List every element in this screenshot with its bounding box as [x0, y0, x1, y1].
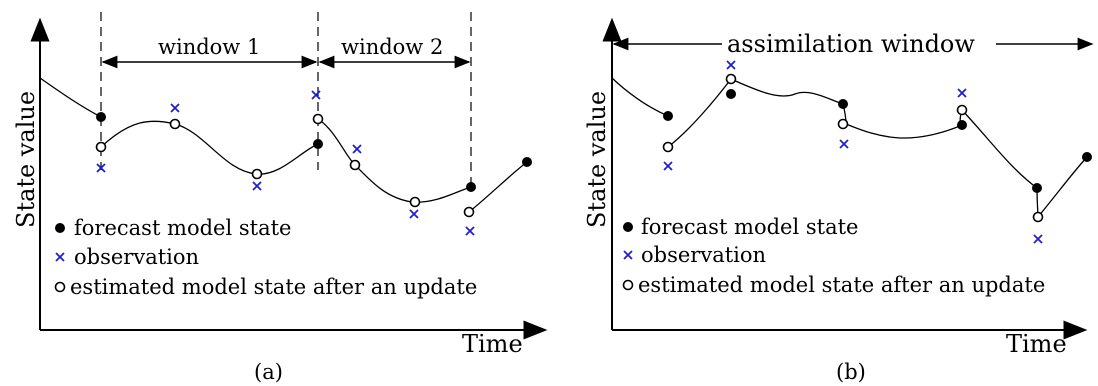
estimated-point [837, 118, 849, 130]
legend-forecast-symbol [55, 223, 65, 233]
estimated-point [725, 73, 737, 85]
caption-b: (b) [836, 360, 866, 384]
forecast-point [726, 89, 736, 99]
estimated-point [95, 141, 107, 153]
forecast-point [1082, 152, 1092, 162]
forecast-point [313, 139, 323, 149]
observation-mark [663, 161, 673, 171]
observation-mark [957, 88, 967, 98]
observation-mark [170, 103, 180, 113]
observation-mark [311, 90, 321, 100]
observation-mark [409, 209, 419, 219]
forecast-point [466, 182, 476, 192]
estimated-point [312, 113, 324, 125]
observation-mark [1033, 234, 1043, 244]
legend-forecast-symbol [623, 222, 633, 232]
legend-estimated-symbol [622, 279, 634, 291]
forecast-point [838, 99, 848, 109]
forecast-point [1032, 183, 1042, 193]
forecast-curve [39, 77, 102, 118]
legend-observation-text: observation [74, 245, 199, 269]
legend-forecast-text: forecast model state [74, 216, 291, 240]
estimated-point [956, 104, 968, 116]
observation-mark [839, 139, 849, 149]
estimated-point [251, 168, 263, 180]
estimated-point [662, 141, 674, 153]
estimated-point [409, 196, 421, 208]
model-curve [667, 78, 1088, 219]
panel-b: State value Time assimilation window [583, 17, 1094, 384]
assimilation-window-label: assimilation window [727, 30, 975, 58]
legend-observation-symbol [55, 252, 65, 262]
x-axis-label: Time [1006, 330, 1067, 358]
forecast-point [96, 112, 106, 122]
forecast-curve [317, 118, 472, 203]
x-axis-label: Time [462, 330, 523, 358]
legend-forecast-text: forecast model state [641, 215, 858, 239]
estimated-point [463, 206, 475, 218]
forecast-point [522, 157, 532, 167]
estimated-point [349, 159, 361, 171]
window-2-label: window 2 [341, 35, 443, 59]
observation-mark [465, 226, 475, 236]
forecast-curve [468, 161, 528, 213]
legend-estimated-text: estimated model state after an update [70, 275, 477, 299]
model-curve [611, 77, 669, 117]
observation-mark [726, 60, 736, 70]
estimated-point [169, 118, 181, 130]
legend-estimated-symbol [54, 281, 66, 293]
estimated-point [1032, 211, 1044, 223]
forecast-curve [100, 120, 319, 175]
observation-marks [96, 90, 475, 236]
observation-mark [352, 144, 362, 154]
legend-observation-text: observation [641, 243, 766, 267]
y-axis-label: State value [12, 91, 40, 228]
panel-a: State value Time window 1 window 2 [12, 12, 548, 384]
forecast-point [663, 111, 673, 121]
legend-observation-symbol [623, 250, 633, 260]
observation-mark [96, 163, 106, 173]
observation-marks [663, 60, 1043, 244]
window-1-label: window 1 [158, 35, 260, 59]
observation-mark [252, 181, 262, 191]
legend: forecast model state observation estimat… [622, 215, 1045, 297]
forecast-point [957, 120, 967, 130]
y-axis-label: State value [583, 91, 611, 228]
legend: forecast model state observation estimat… [54, 216, 477, 299]
caption-a: (a) [254, 360, 283, 384]
legend-estimated-text: estimated model state after an update [638, 273, 1045, 297]
